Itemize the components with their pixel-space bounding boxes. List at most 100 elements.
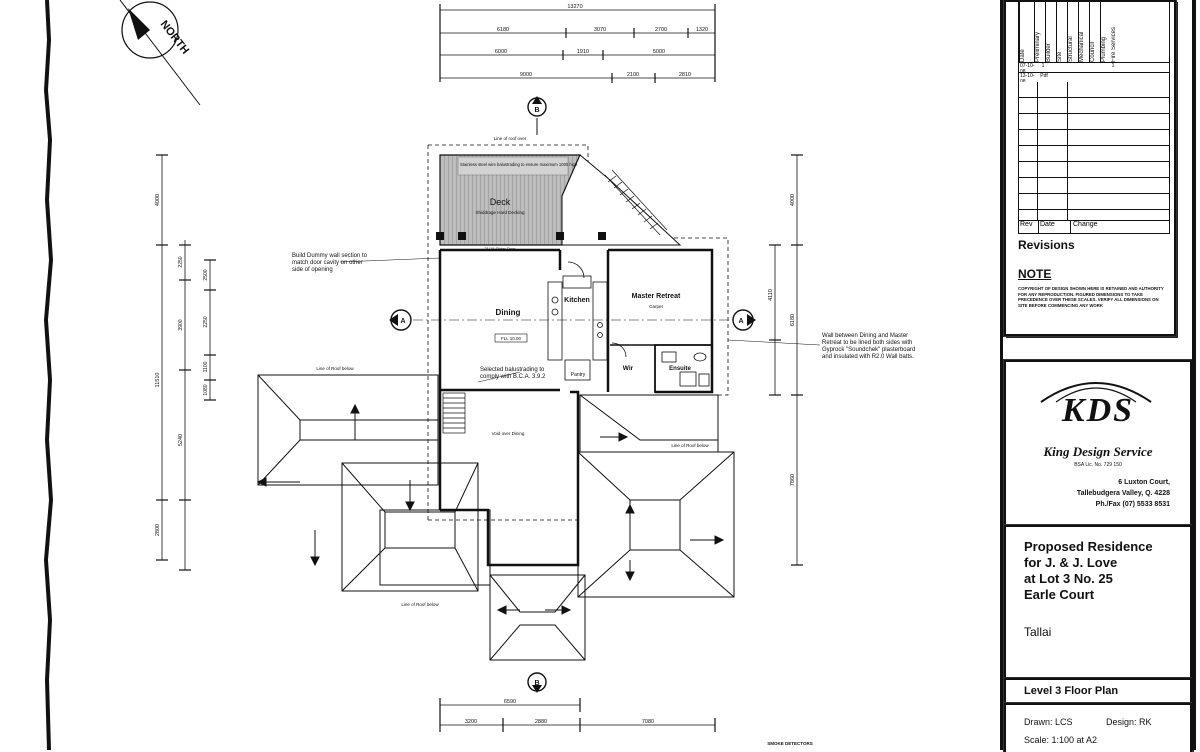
top-dim-3c: 5000 (653, 49, 665, 55)
issue-header-8: Fire Services (1111, 26, 1117, 62)
note-sliding-door: 21/18 Slider Door (484, 246, 516, 251)
right-dim-2: 4110 (768, 289, 774, 301)
revision-grid (1018, 82, 1170, 233)
pantry-label: Pantry (571, 372, 586, 378)
building-walls (438, 248, 714, 567)
left-inner-dim-5: 1080 (203, 384, 209, 395)
issue-headers: Date Preliminary Builder Site Structural… (1019, 2, 1169, 62)
design-by: Design: RK (1106, 717, 1152, 727)
ensuite-fittings (661, 351, 710, 387)
left-dim-1: 4000 (155, 194, 161, 206)
left-dimensions (156, 154, 216, 571)
deck-note: Stainless steel wire balustrading to ens… (460, 162, 578, 167)
issue-header-5: Mechanical (1078, 2, 1089, 62)
deck-sub: Shiddrage Hard Decking (475, 210, 525, 215)
sheet-divider (1000, 0, 1003, 750)
note-roof-below-3: Line of Roof below (401, 602, 439, 607)
sheet-title: Level 3 Floor Plan (1024, 685, 1119, 697)
kitchen-fittings (547, 261, 627, 381)
company-addr1: 6 Luxton Court, (1118, 479, 1170, 486)
company-phone: Ph./Fax (07) 5533 8531 (1095, 501, 1170, 508)
floor-plan-drawing: NORTH 13270 6180 3070 2700 1320 6000 191… (43, 0, 821, 750)
section-label-right: A (738, 318, 743, 325)
project-panel: Proposed Residence for J. & J. Love at L… (1004, 525, 1192, 679)
north-label: NORTH (158, 18, 192, 56)
drawn-by: Drawn: LCS (1024, 717, 1073, 727)
project-line-1: Proposed Residence (1024, 539, 1153, 554)
revision-header-date: Date (1039, 221, 1071, 233)
kitchen-label: Kitchen (564, 297, 590, 304)
section-marker-top (527, 96, 547, 135)
note-balustrade: Selected balustrading to comply with B.C… (480, 367, 546, 380)
void-label: Void over Dining (492, 431, 525, 436)
drawn-panel: Drawn: LCS Design: RK Scale: 1:100 at A2 (1004, 703, 1192, 752)
master-sub: Carpet (649, 304, 663, 309)
right-dimensions (769, 154, 803, 566)
top-dim-2d: 1320 (696, 27, 708, 33)
left-dim-4: 2800 (155, 524, 161, 536)
left-inner-dim-2: 3900 (178, 319, 184, 330)
project-line-2: for J. & J. Love (1024, 555, 1118, 570)
top-dim-4a: 9000 (520, 72, 532, 78)
left-inner-dim-1: 2500 (203, 269, 209, 280)
ensuite-label: Ensuite (669, 366, 691, 372)
right-dim-4: 7860 (790, 474, 796, 486)
issue-header-2: Builder (1045, 2, 1056, 62)
sheet-title-panel: Level 3 Floor Plan (1004, 678, 1192, 704)
left-inner-dim-4: 1100 (203, 361, 209, 372)
roof-over-dashed (427, 144, 729, 521)
project-line-4: Earle Court (1024, 587, 1095, 602)
section-marker-right (732, 309, 756, 331)
issue-header-6: Council (1089, 2, 1100, 62)
note-dummy-wall: Build Dummy wall section to match door c… (292, 253, 368, 273)
issue-revision-panel: Date Preliminary Builder Site Structural… (1004, 0, 1176, 336)
sheet-right-border (1192, 0, 1196, 750)
section-label-left: A (400, 318, 405, 325)
bottom-dim-b: 2880 (535, 719, 547, 725)
revision-header-change: Change (1073, 221, 1098, 228)
company-logo: KDS (1061, 392, 1135, 429)
top-dim-2a: 6180 (497, 27, 509, 33)
internal-stair (442, 392, 466, 434)
issue-table: Date Preliminary Builder Site Structural… (1018, 2, 1170, 85)
company-lic: BSA Lic. No. 729 150 (1074, 462, 1122, 468)
top-dim-4b: 2100 (627, 72, 639, 78)
dining-tag: FLL 10.00 (501, 336, 522, 341)
note-text: COPYRIGHT OF DESIGN SHOWN HERE IS RETAIN… (1018, 286, 1164, 308)
left-inner-dim-3: 2250 (203, 316, 209, 327)
section-marker-left (389, 309, 412, 331)
issue-row-1-mark-b: 1 (1111, 63, 1115, 69)
master-label: Master Retreat (632, 293, 681, 300)
top-dim-2b: 3070 (594, 27, 606, 33)
roof-fall-arrows (256, 403, 725, 615)
issue-header-4: Structural (1067, 2, 1078, 62)
company-logo-roof-icon (1040, 382, 1152, 403)
north-arrow: NORTH (119, 0, 201, 106)
top-dim-3a: 6000 (495, 49, 507, 55)
company-name: King Design Service (1043, 444, 1153, 459)
company-addr2: Tallebudgera Valley, Q. 4228 (1076, 490, 1170, 497)
section-marker-bottom (527, 672, 547, 693)
issue-header-3: Site (1056, 2, 1067, 62)
company-panel: KDS King Design Service BSA Lic. No. 729… (1004, 360, 1192, 526)
revision-header-rev: Rev (1019, 221, 1039, 233)
project-suburb: Tallai (1024, 625, 1052, 639)
section-label-top: B (534, 107, 539, 114)
left-dim-3: 5240 (178, 434, 184, 446)
note-title: NOTE (1018, 267, 1052, 281)
left-inner-dim-6: 2250 (178, 256, 184, 267)
deck-label: Deck (490, 197, 511, 207)
note-roof-below-2: Line of Roof below (671, 443, 709, 448)
top-dimensions (439, 4, 716, 83)
top-dim-2c: 2700 (655, 27, 667, 33)
issue-row-1-mark-a: 1 (1041, 63, 1045, 69)
building-posts (436, 232, 606, 240)
top-dim-3b: 1910 (577, 49, 589, 55)
right-dim-3: 6180 (790, 314, 796, 326)
bottom-dim-a: 3200 (465, 719, 477, 725)
bottom-dim-c: 7080 (642, 719, 654, 725)
section-label-bottom: B (534, 680, 539, 687)
issue-header-date: Date (1019, 2, 1034, 62)
roof-right (489, 394, 735, 661)
